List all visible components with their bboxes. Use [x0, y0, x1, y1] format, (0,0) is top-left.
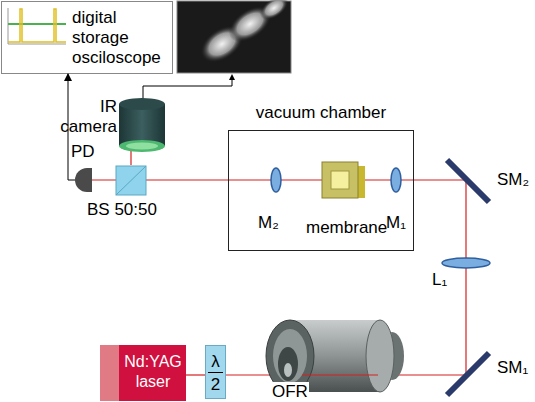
membrane-sample: [322, 162, 365, 198]
beam-splitter: [116, 166, 146, 195]
laser-box: Nd:YAG laser: [100, 345, 186, 401]
laser-beam: [186, 374, 205, 375]
part-label: L₁: [432, 270, 447, 290]
node-text: λ: [208, 352, 223, 373]
node-text: Nd:YAG laser: [122, 352, 184, 392]
steering-mirror-sm1: [447, 353, 489, 395]
node-text: PD: [71, 142, 95, 162]
node-text: vacuum chamber: [229, 103, 413, 123]
part-label: M₂: [258, 213, 279, 233]
photodiode: PD: [75, 168, 92, 192]
camera-image: [177, 0, 292, 73]
half-wave-plate: λ2: [205, 345, 226, 399]
node-text: 2: [208, 375, 223, 395]
scope-trace: [8, 8, 66, 44]
oscilloscope-box: digital storage osciloscope: [1, 1, 173, 74]
part-label: SM₂: [497, 170, 529, 190]
steering-mirror-sm2: [447, 160, 489, 202]
arrow-head: [229, 74, 235, 80]
photodiode-shape: [75, 168, 92, 192]
signal-wire: [143, 78, 232, 100]
lens-l1: [442, 258, 490, 268]
part-label: SM₁: [497, 358, 528, 378]
node-text: digital storage osciloscope: [72, 8, 170, 68]
ir-camera: [119, 98, 165, 152]
splitter-diagonal: [116, 166, 146, 195]
part-label: membrane: [306, 218, 387, 238]
mirror-m1: [391, 168, 401, 192]
part-label: M₁: [386, 213, 406, 233]
part-label: BS 50:50: [87, 200, 157, 220]
part-label: OFR: [271, 382, 309, 402]
part-label: IR camera: [55, 97, 117, 137]
laser-beam: [302, 374, 378, 375]
mirror-m2: [271, 168, 281, 192]
